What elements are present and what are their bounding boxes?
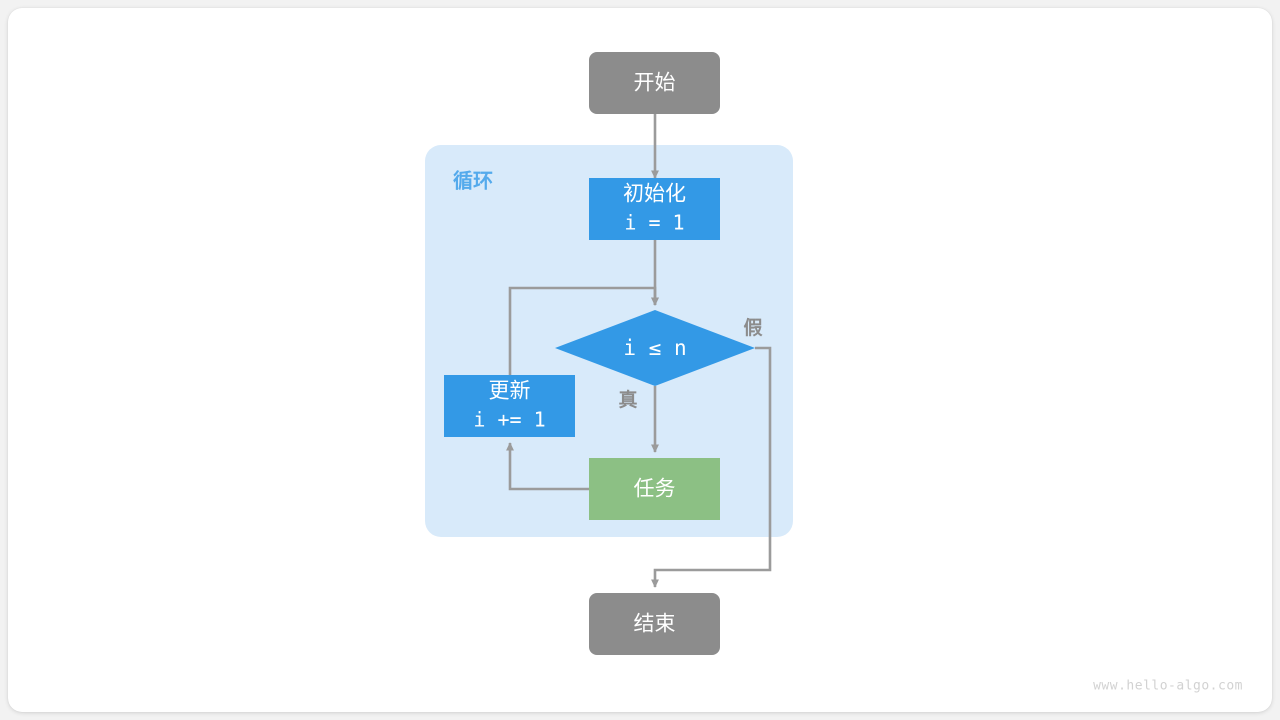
node-task[interactable]: 任务	[589, 458, 720, 520]
node-end[interactable]: 结束	[589, 593, 720, 655]
edge-label-condition-false-to-end: 假	[743, 316, 762, 339]
node-shape-update	[444, 375, 575, 437]
node-start[interactable]: 开始	[589, 52, 720, 114]
node-label-update: 更新	[489, 380, 531, 403]
node-shape-condition	[555, 310, 755, 386]
node-sublabel-init: i = 1	[624, 211, 684, 235]
node-shape-start	[589, 52, 720, 114]
node-label-end: 结束	[634, 613, 676, 636]
edge-task-to-update	[506, 442, 589, 491]
node-init[interactable]: 初始化 i = 1	[589, 178, 720, 240]
node-label-condition: i ≤ n	[623, 336, 686, 360]
node-label-task: 任务	[634, 478, 676, 501]
edges-layer	[506, 114, 772, 588]
edge-label-condition-true-to-task: 真	[618, 388, 637, 411]
node-sublabel-update: i += 1	[473, 408, 545, 432]
loop-group-label: 循环	[453, 168, 493, 192]
edge-update-to-condition	[508, 286, 659, 375]
node-shape-end	[589, 593, 720, 655]
node-update[interactable]: 更新 i += 1	[444, 375, 575, 437]
node-shape-task	[589, 458, 720, 520]
node-label-start: 开始	[634, 72, 676, 95]
edge-condition-false-to-end	[651, 346, 772, 588]
watermark-text: www.hello-algo.com	[1093, 679, 1243, 694]
edge-labels-layer: 真假	[618, 316, 762, 411]
node-condition[interactable]: i ≤ n	[555, 310, 755, 386]
node-label-init: 初始化	[623, 183, 686, 206]
node-shape-init	[589, 178, 720, 240]
